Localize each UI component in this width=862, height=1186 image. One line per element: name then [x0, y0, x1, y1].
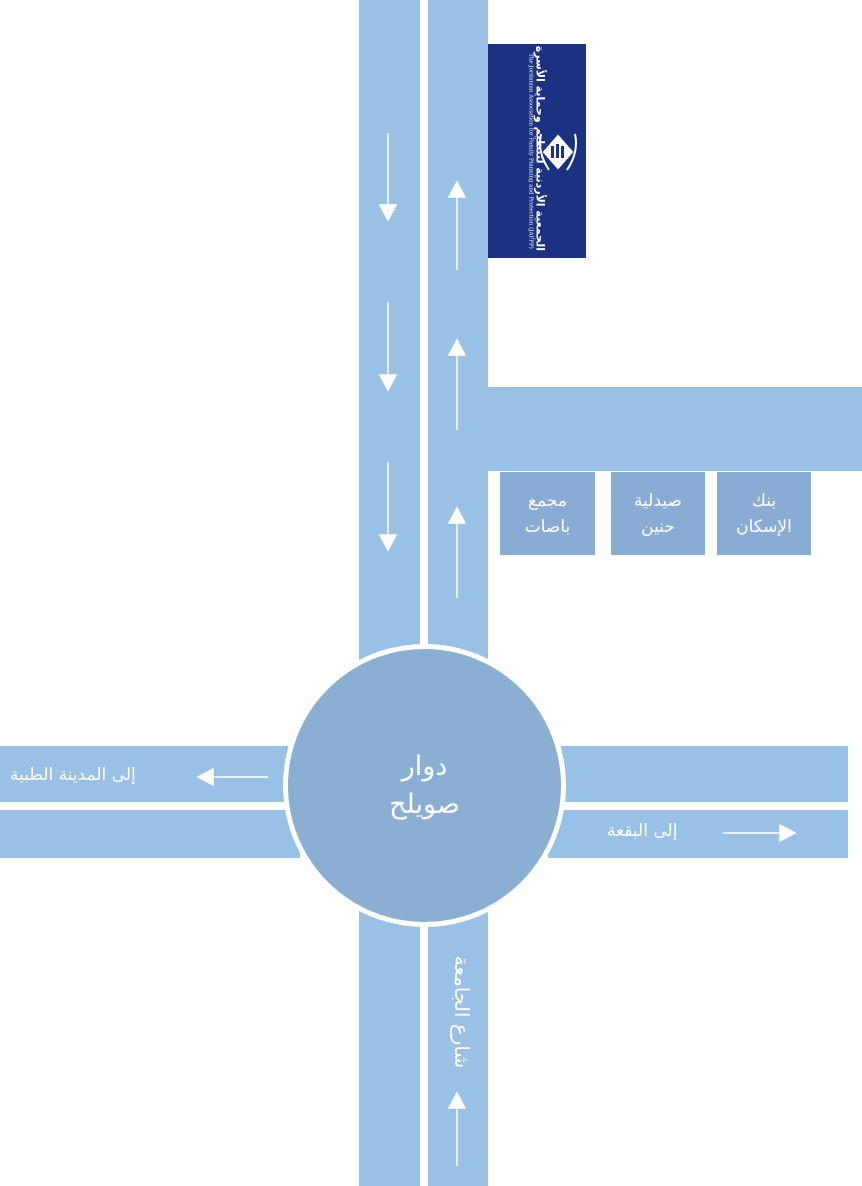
south-road-label: شارع الجامعة [450, 955, 474, 1069]
up-arrow-icon [447, 180, 467, 270]
building-label-line1: مجمع [528, 490, 567, 511]
building-bus-complex: مجمع باصات [500, 472, 595, 555]
up-arrow-icon [447, 506, 467, 598]
building-label-line2: حنين [641, 516, 675, 537]
south-road-southbound [359, 900, 420, 1186]
building-label-line2: باصات [524, 516, 571, 537]
left-arrow-icon [196, 767, 268, 787]
down-arrow-icon [378, 302, 398, 392]
building-label-line1: بنك [751, 490, 777, 511]
west-road-eastbound [0, 810, 300, 858]
building-pharmacy: صيدلية حنين [611, 472, 705, 555]
south-road-northbound [428, 900, 488, 1186]
up-arrow-icon [447, 1091, 467, 1166]
north-road-southbound [359, 0, 420, 680]
jafpp-logo-sign: الجمعية الأردنية لتنظيم وحماية الأسرة Th… [488, 44, 586, 258]
east-road-label: إلى البقعة [607, 821, 678, 841]
up-arrow-icon [447, 338, 467, 430]
logo-english-name: The Jordanian Association for Family Pla… [527, 53, 534, 249]
west-road-westbound [0, 746, 300, 802]
roundabout: دوار صويلح [283, 644, 566, 927]
east-side-road [488, 387, 862, 471]
right-arrow-icon [723, 823, 797, 843]
west-road-label: إلى المدينة الطبية [10, 765, 136, 785]
roundabout-label-line1: دوار [401, 750, 448, 782]
down-arrow-icon [378, 462, 398, 552]
north-road-northbound [428, 0, 488, 680]
building-label-line1: صيدلية [634, 490, 682, 511]
building-label-line2: الإسكان [736, 516, 792, 537]
roundabout-label-line2: صويلح [389, 788, 460, 820]
building-bank: بنك الإسكان [717, 472, 811, 555]
east-road-westbound [548, 746, 848, 802]
down-arrow-icon [378, 133, 398, 222]
east-road-eastbound [548, 810, 848, 858]
logo-emblem-icon [539, 133, 577, 171]
